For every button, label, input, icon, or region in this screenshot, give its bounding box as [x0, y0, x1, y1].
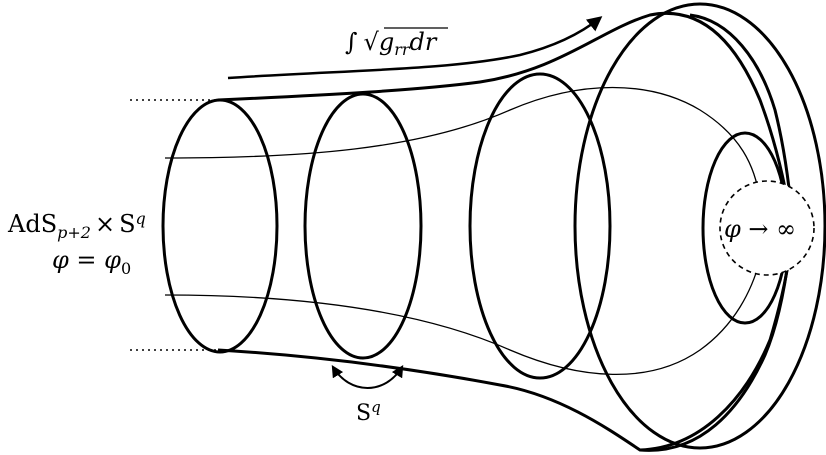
tube-top-edge [217, 11, 794, 229]
integral-label: ∫√grrdr [345, 28, 438, 59]
meridian-top [164, 86, 761, 201]
radial-integral-arrow [227, 16, 603, 80]
infinity-region [719, 180, 815, 276]
meridian-bottom [164, 259, 761, 376]
tip-label: φ → ∞ [724, 215, 796, 243]
cross-section-1 [161, 98, 279, 354]
cross-section-4 [573, 2, 826, 450]
cross-section-2 [303, 92, 423, 360]
boundary-label-line2: φ = φ0 [52, 246, 131, 278]
sphere-rotation-arrow [331, 364, 404, 389]
boundary-label-line1: AdSp+2×Sq [7, 209, 146, 242]
cross-section-3 [468, 72, 612, 380]
sphere-label: Sq [356, 398, 381, 426]
